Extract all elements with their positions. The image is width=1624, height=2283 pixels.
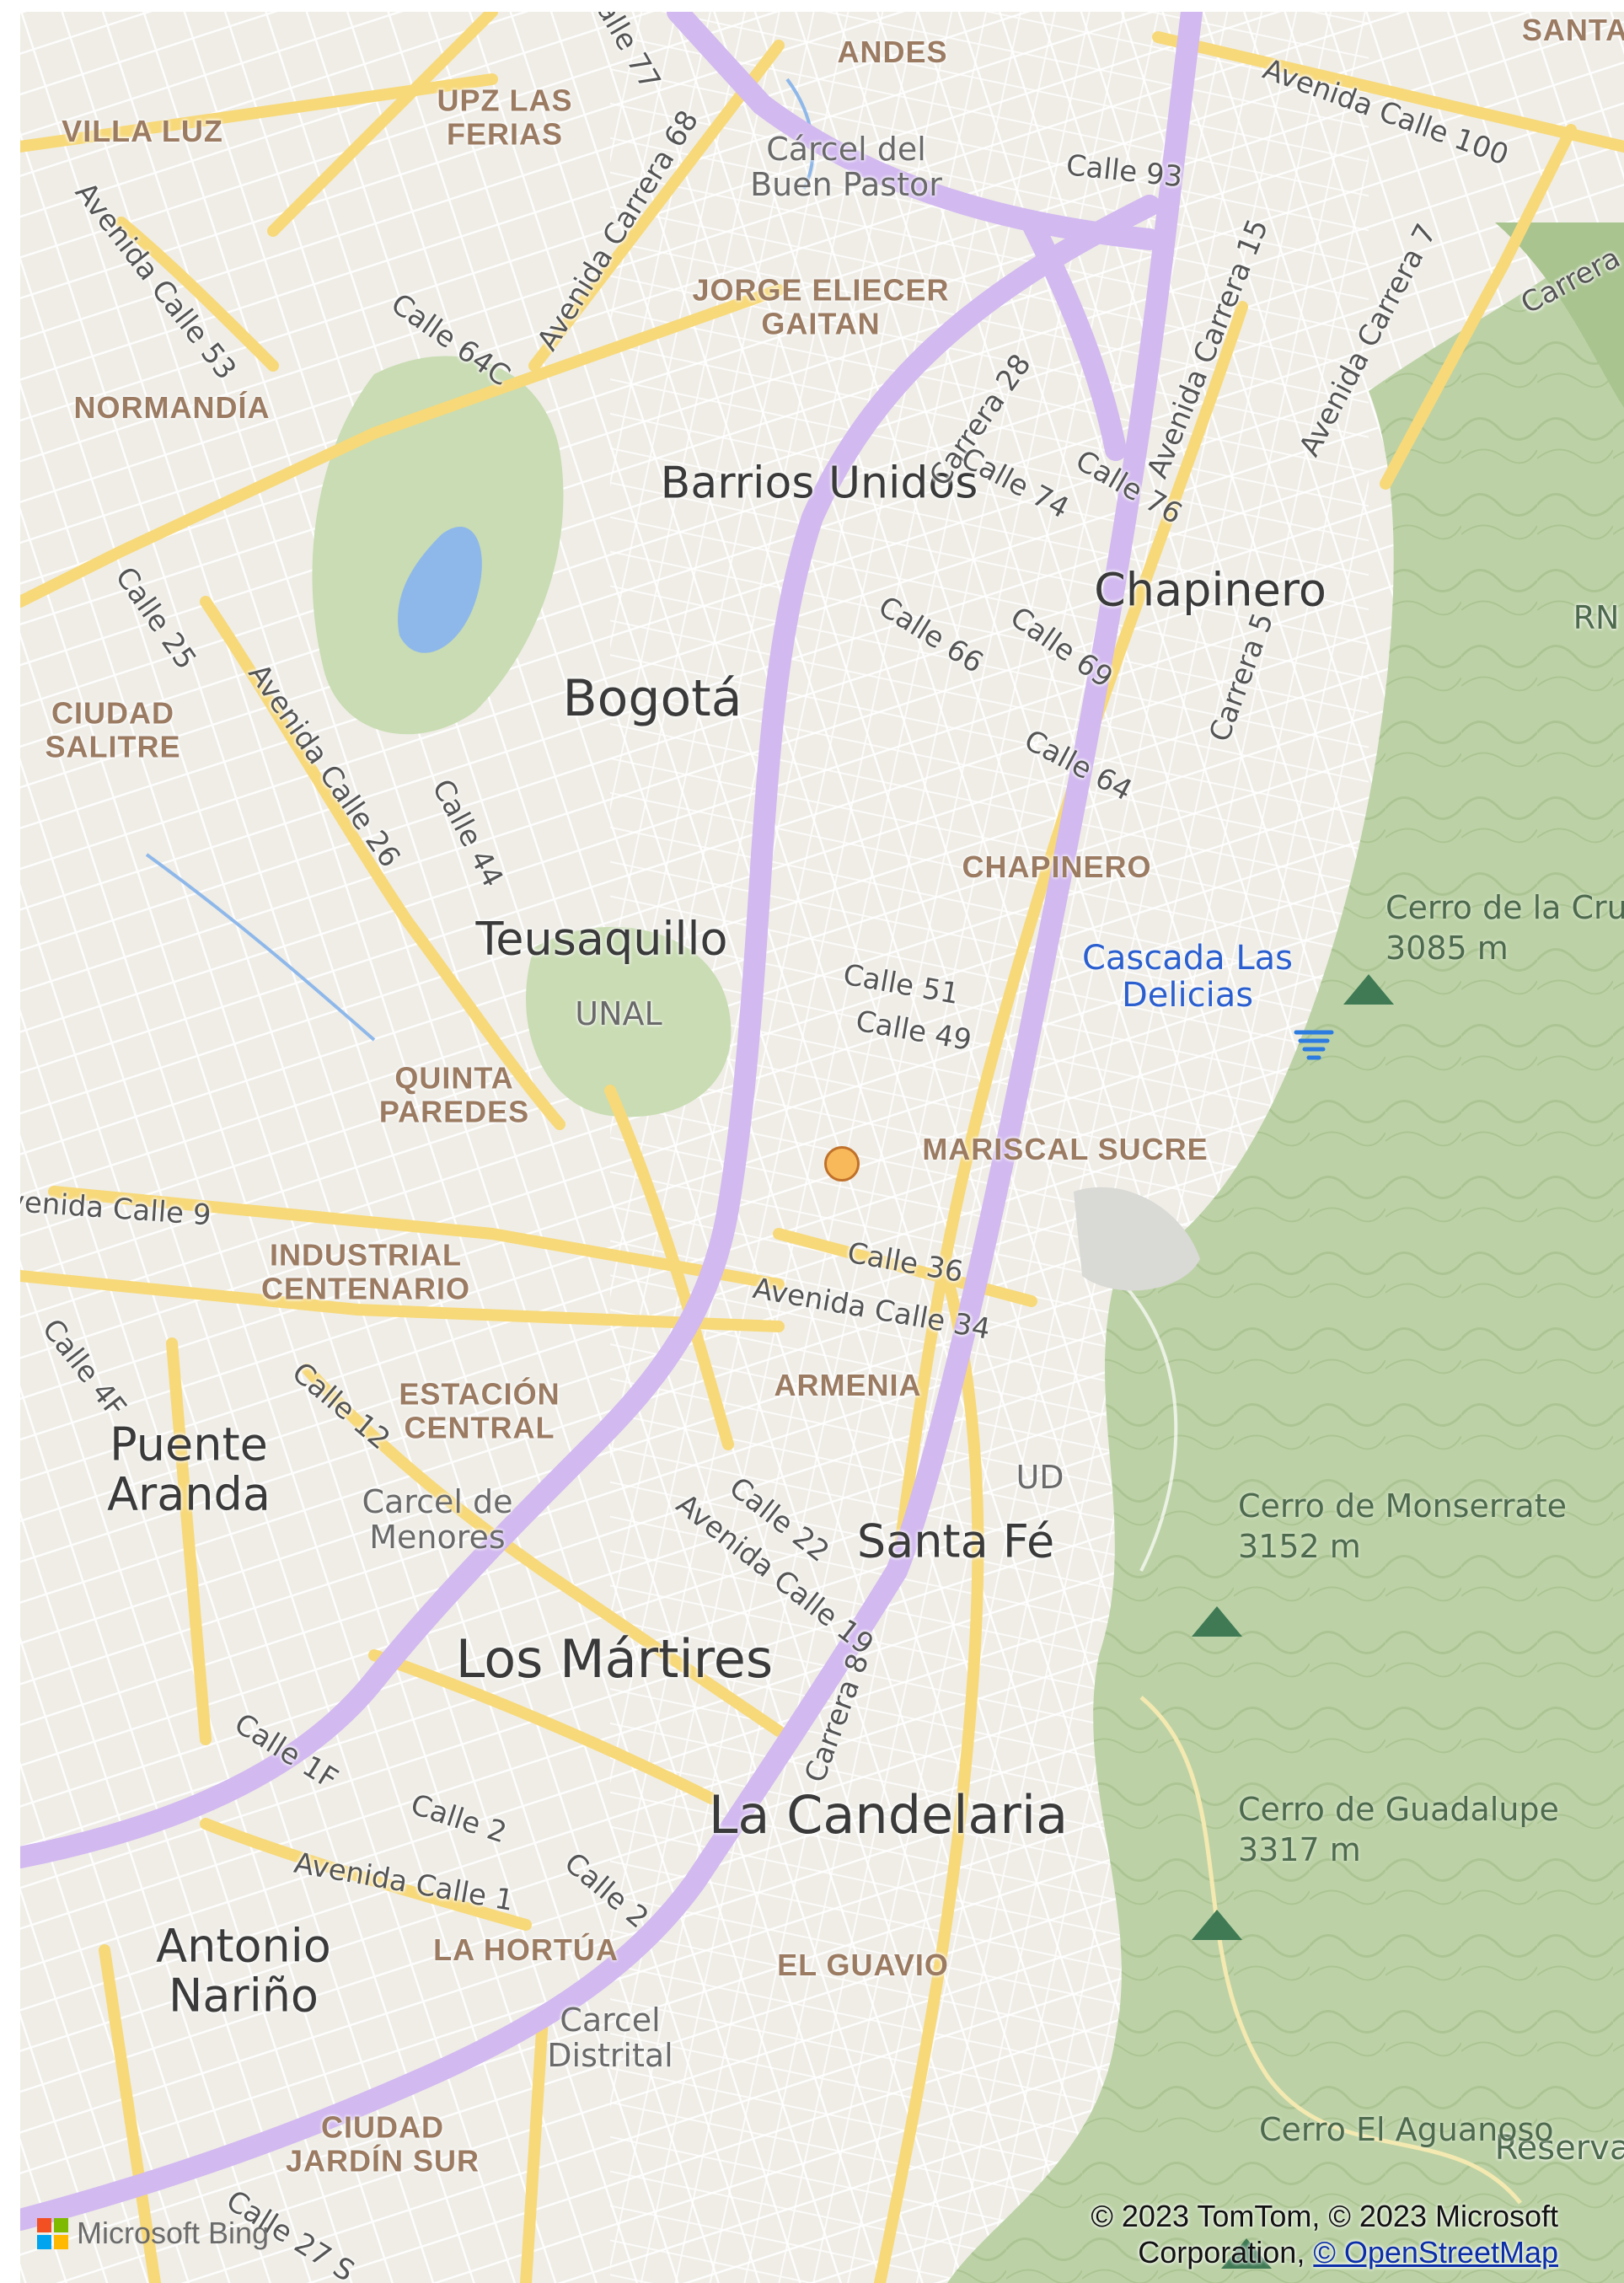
neighborhood-label: SANTA [1521,13,1624,48]
arterial-roads [20,12,1624,2283]
city-label: Bogotá [562,669,742,728]
neighborhood-label: ESTACIÓN CENTRAL [399,1376,560,1444]
bing-logo[interactable]: Microsoft Bing [37,2216,269,2251]
logo-square [54,2234,68,2249]
mountain-icon [1221,2238,1272,2269]
waterfall-icon [1294,1030,1334,1060]
map-attribution: © 2023 TomTom, © 2023 Microsoft Corporat… [1091,2198,1558,2270]
attribution-line: Corporation, © OpenStreetMap [1138,2235,1558,2270]
neighborhood-label: CIUDAD SALITRE [45,695,181,764]
poi-label: UNAL [575,995,662,1033]
neighborhood-label: MARISCAL SUCRE [922,1132,1209,1167]
poi-label: RN [1573,599,1620,637]
poi-label: Cárcel del Buen Pastor [750,131,942,203]
hill-ridge-north [1495,222,1624,408]
mountain-icon [1192,1606,1242,1637]
neighborhood-label: CHAPINERO [962,849,1152,885]
hill-road [1139,1696,1522,2205]
highways [20,12,1203,2231]
locality-label: Los Mártires [455,1627,774,1690]
location-pin-marker[interactable] [824,1146,860,1182]
canal-west [145,853,376,1042]
neighborhood-label: ARMENIA [774,1368,922,1403]
openstreetmap-link[interactable]: © OpenStreetMap [1313,2235,1558,2270]
neighborhood-label: UPZ LAS FERIAS [437,83,573,151]
map-canvas[interactable]: Bogotá Barrios Unidos Chapinero Teusaqui… [20,12,1624,2283]
mountain-icon [1343,974,1394,1005]
attribution-line: © 2023 TomTom, © 2023 Microsoft [1091,2199,1558,2233]
locality-label: Antonio Nariño [156,1919,331,2023]
hill-contours [947,222,1624,2283]
logo-square [37,2217,51,2232]
locality-label: Puente Aranda [107,1417,271,1521]
lake [398,527,482,653]
bing-logo-text: Microsoft Bing [77,2216,270,2250]
neighborhood-label: NORMANDÍA [73,390,271,426]
urban-block [1074,1187,1200,1291]
map-base-layer [20,12,1624,2283]
poi-label: UD [1016,1459,1064,1497]
neighborhood-label: INDUSTRIAL CENTENARIO [260,1237,470,1305]
logo-square [37,2234,51,2249]
mountain-icon [1192,1910,1242,1940]
neighborhood-label: ANDES [837,35,948,70]
locality-label: Teusaquillo [475,912,728,966]
locality-label: Santa Fé [856,1514,1055,1568]
locality-label: Chapinero [1094,563,1327,617]
locality-label: Barrios Unidos [660,458,978,509]
locality-label: La Candelaria [708,1783,1069,1846]
poi-label: Reserva [1494,2129,1624,2168]
microsoft-logo-icon [37,2217,68,2249]
park-unal [526,926,732,1117]
peak-label: Cerro El Aguanoso [1259,2111,1554,2148]
neighborhood-label: JORGE ELIECER GAITAN [692,272,950,340]
poi-label: Carcel Distrital [547,2002,673,2074]
neighborhood-label: VILLA LUZ [62,114,223,149]
neighborhood-label: CIUDAD JARDÍN SUR [285,2109,480,2178]
mountain-road [1114,1274,1178,1572]
neighborhood-label: QUINTA PAREDES [378,1060,530,1128]
neighborhood-label: LA HORTÚA [433,1932,619,1968]
logo-square [54,2217,68,2232]
neighborhood-label: EL GUAVIO [777,1948,949,1983]
poi-label: Carcel de Menores [362,1483,513,1556]
waterfall-label: Cascada Las Delicias [1081,939,1294,1015]
